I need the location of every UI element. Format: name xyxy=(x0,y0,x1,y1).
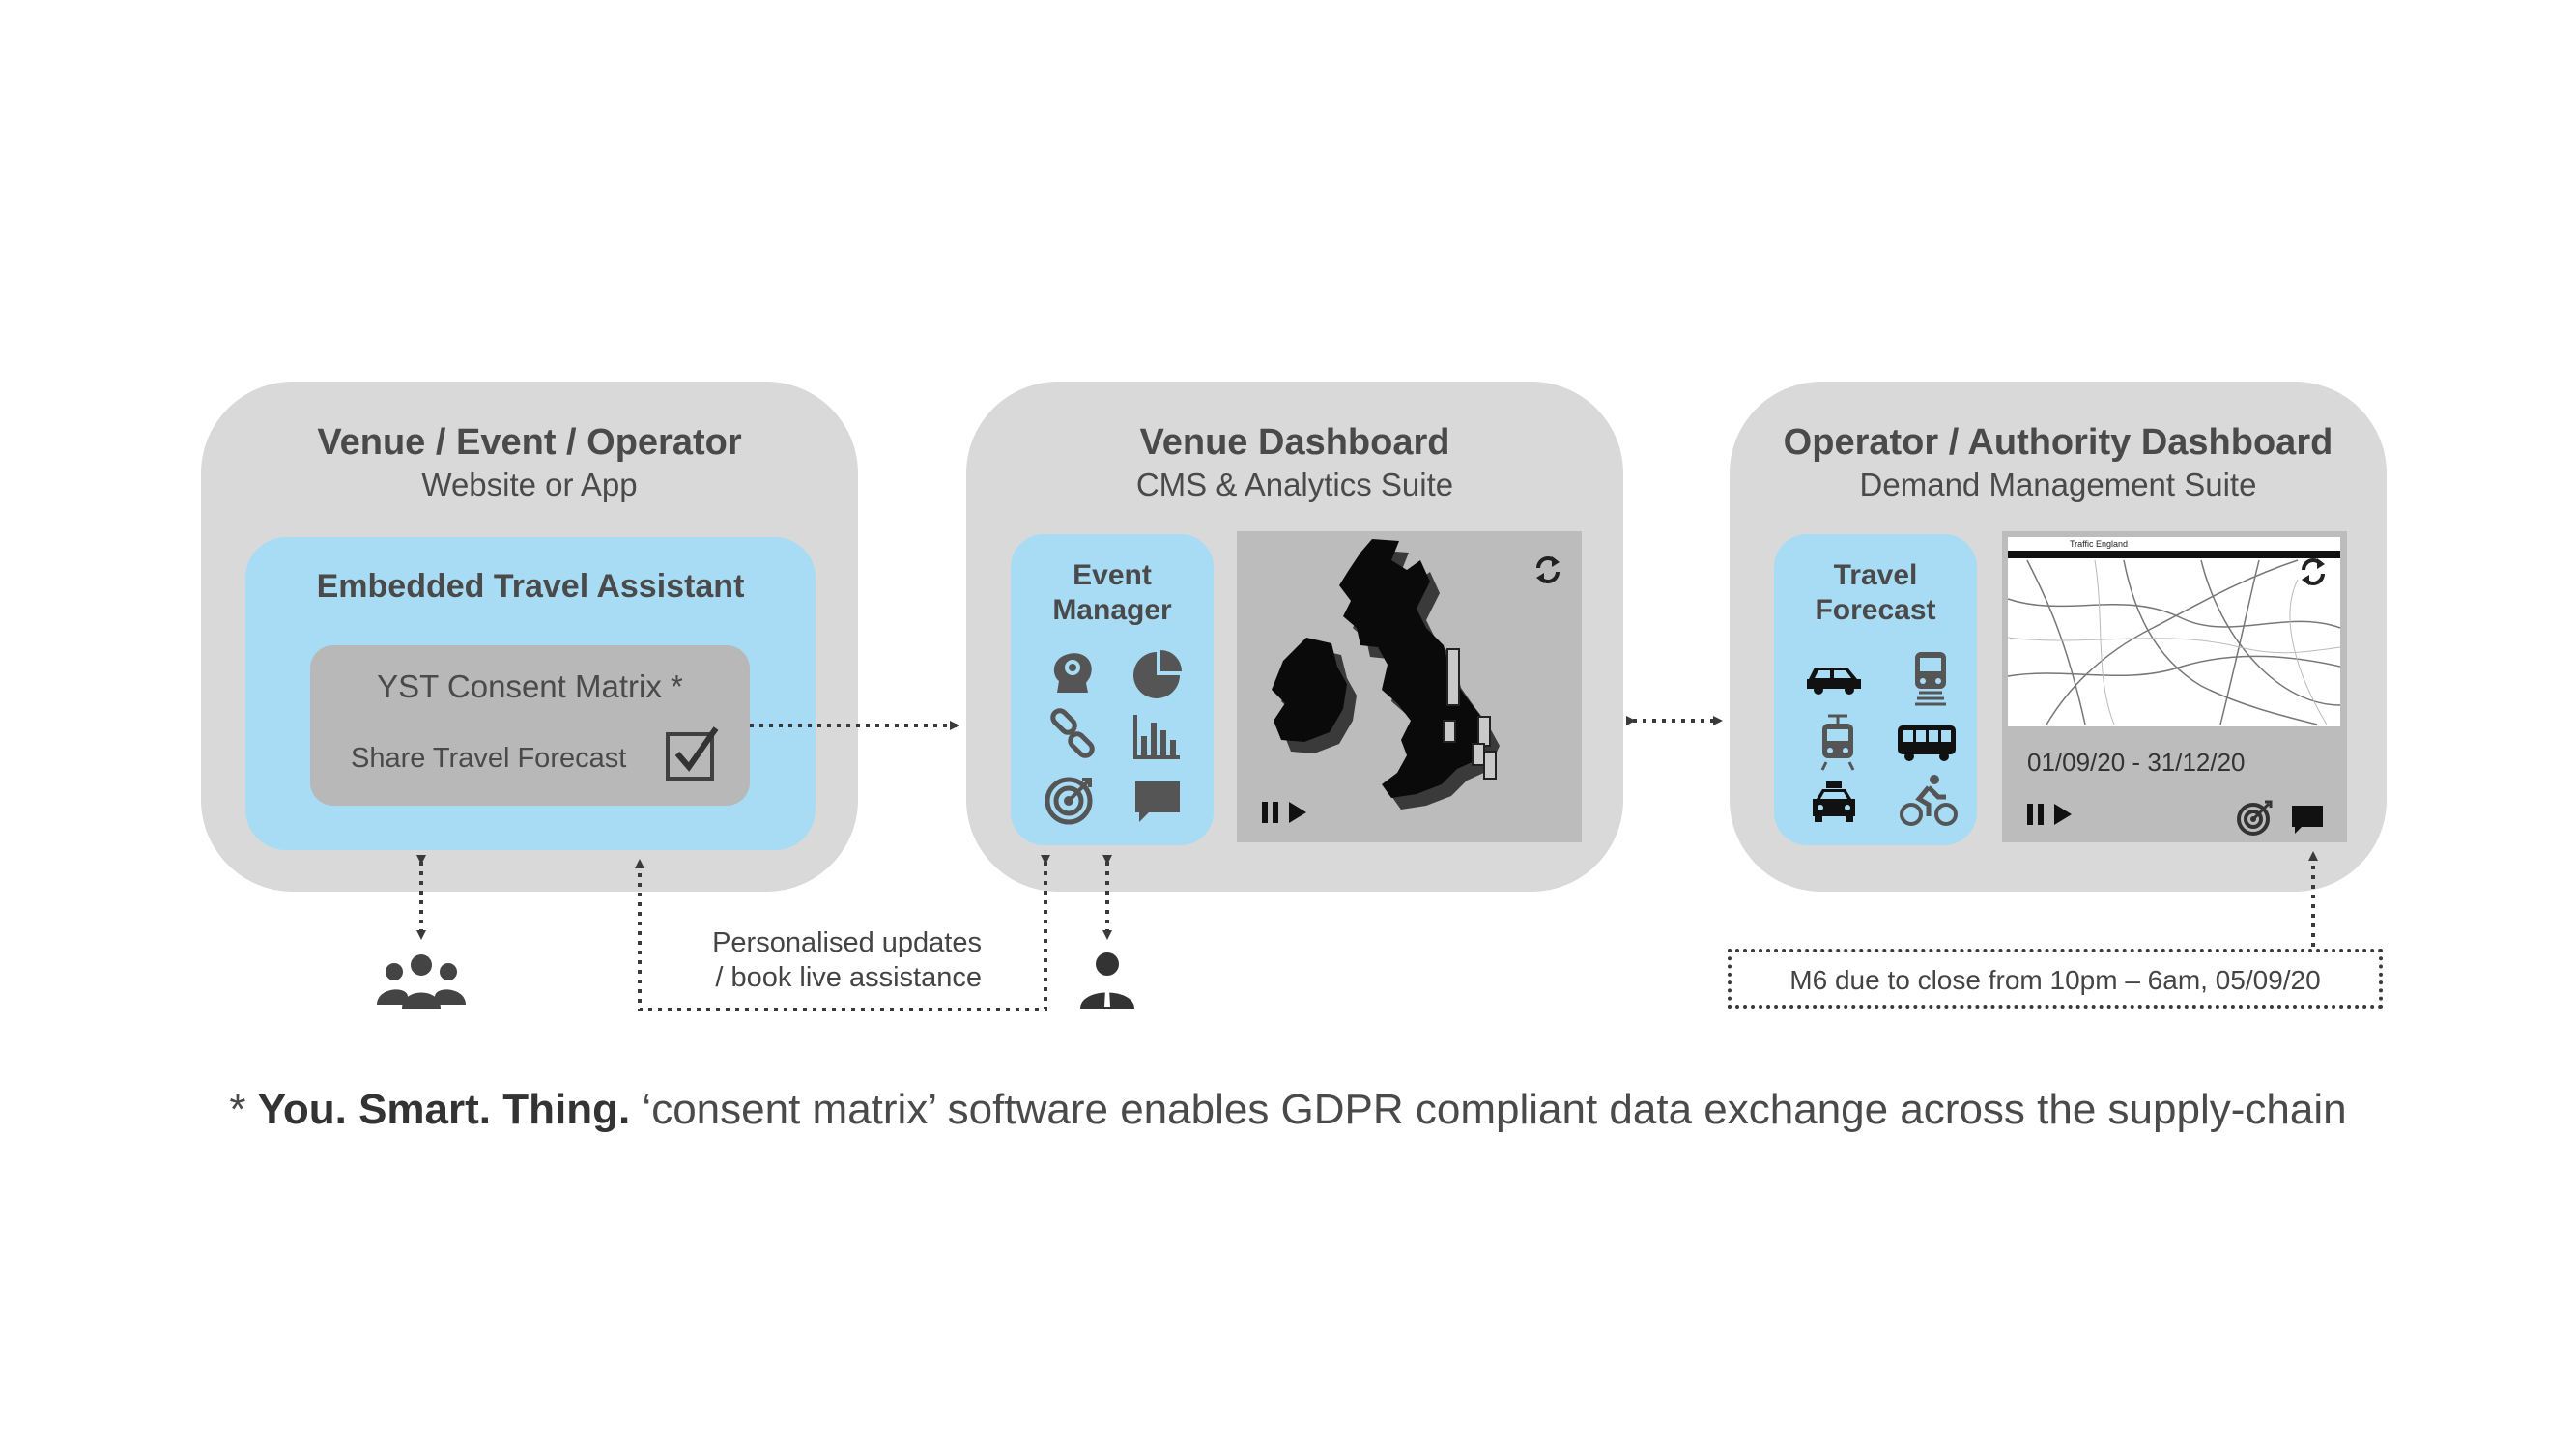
road-closure-alert: M6 due to close from 10pm – 6am, 05/09/2… xyxy=(1728,949,2383,1009)
taxi-icon[interactable] xyxy=(1809,780,1859,826)
traffic-map-navbar xyxy=(2008,551,2340,558)
train-icon[interactable] xyxy=(1909,650,1952,708)
chat-icon[interactable] xyxy=(2290,802,2325,837)
uk-map-screen xyxy=(1237,531,1582,842)
footnote-text: ‘consent matrix’ software enables GDPR c… xyxy=(630,1086,2347,1133)
event-manager-card: Event Manager xyxy=(1011,534,1214,845)
target-icon[interactable] xyxy=(1044,774,1096,826)
bus-icon[interactable] xyxy=(1896,722,1958,764)
traffic-map-thumbnail: Traffic England xyxy=(2007,537,2341,726)
car-icon[interactable] xyxy=(1805,658,1863,696)
footnote-brand: You. Smart. Thing. xyxy=(257,1086,631,1133)
footnote: * You. Smart. Thing. ‘consent matrix’ so… xyxy=(0,1086,2576,1134)
bar-chart-icon[interactable] xyxy=(1131,711,1184,763)
travel-forecast-title-line2: Forecast xyxy=(1815,594,1936,626)
date-range: 01/09/20 - 31/12/20 xyxy=(2027,748,2246,777)
panel-title: Venue / Event / Operator xyxy=(317,422,742,463)
refresh-icon[interactable] xyxy=(1532,554,1563,585)
panel-subtitle: Website or App xyxy=(421,467,638,502)
road-closure-alert-text: M6 due to close from 10pm – 6am, 05/09/2… xyxy=(1789,965,2321,995)
footnote-asterisk: * xyxy=(229,1086,258,1133)
pause-icon[interactable] xyxy=(1260,800,1283,825)
traffic-map-header: Traffic England xyxy=(2070,539,2129,549)
business-person-icon xyxy=(1080,952,1134,1009)
travel-forecast-card: Travel Forecast xyxy=(1774,534,1977,845)
panel-title: Operator / Authority Dashboard xyxy=(1783,422,2333,463)
travel-forecast-title-line1: Travel xyxy=(1833,559,1918,591)
share-travel-forecast-checkbox[interactable] xyxy=(666,726,719,781)
pie-chart-icon[interactable] xyxy=(1131,648,1184,700)
bicycle-icon[interactable] xyxy=(1900,774,1958,828)
panel-title: Venue Dashboard xyxy=(1139,422,1450,463)
refresh-icon[interactable] xyxy=(2298,556,2329,587)
link-icon[interactable] xyxy=(1047,708,1100,763)
play-icon[interactable] xyxy=(2052,802,2075,827)
share-travel-forecast-label: Share Travel Forecast xyxy=(351,743,627,774)
personalised-updates-label: Personalised updates / book live assista… xyxy=(676,925,982,995)
assistant-title: Embedded Travel Assistant xyxy=(316,568,745,605)
tram-icon[interactable] xyxy=(1817,714,1859,772)
user-group-icon xyxy=(377,954,466,1009)
road-network xyxy=(2007,559,2341,725)
panel-subtitle: CMS & Analytics Suite xyxy=(1135,467,1454,502)
consent-matrix-card: YST Consent Matrix * Share Travel Foreca… xyxy=(310,645,750,806)
panel-subtitle: Demand Management Suite xyxy=(1859,467,2257,502)
traffic-map-screen: Traffic England 01/09/20 - 31/12/20 xyxy=(2002,531,2347,842)
pause-icon[interactable] xyxy=(2025,802,2048,827)
uk-map xyxy=(1272,539,1500,810)
play-icon[interactable] xyxy=(1287,800,1310,825)
consent-matrix-title: YST Consent Matrix * xyxy=(377,668,683,704)
personalised-updates-line1: Personalised updates xyxy=(712,927,982,958)
checkmark-icon xyxy=(674,726,719,772)
brain-gear-icon[interactable] xyxy=(1047,648,1100,700)
event-manager-title-line1: Event xyxy=(1073,559,1152,591)
personalised-updates-line2: / book live assistance xyxy=(715,962,982,993)
event-manager-title-line2: Manager xyxy=(1052,594,1172,626)
target-icon[interactable] xyxy=(2236,798,2275,837)
chat-icon[interactable] xyxy=(1131,776,1184,828)
